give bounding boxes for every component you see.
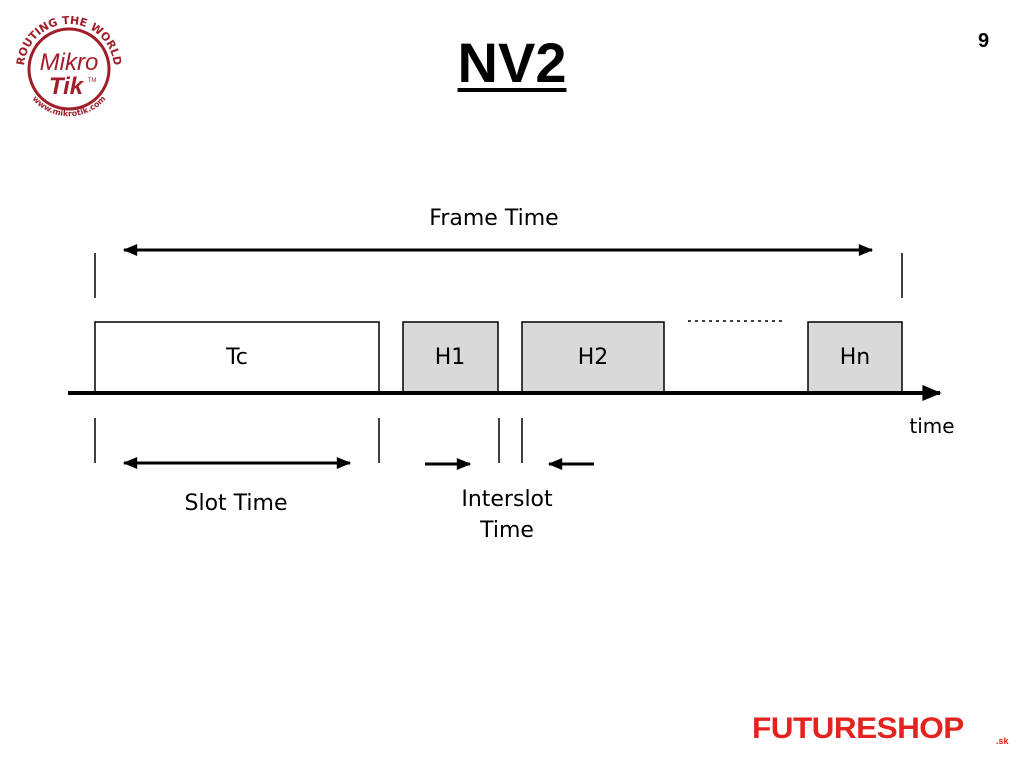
slot-time-label: Slot Time	[185, 491, 288, 516]
slide-number: 9	[978, 30, 990, 52]
slot-h1-label: H1	[435, 345, 466, 370]
mikrotik-logo: ROUTING THE WORLD www.mikrotik.com Mikro…	[14, 14, 124, 119]
futureshop-logo: FUTURESHOP .sk	[752, 712, 1012, 752]
logo-ring	[27, 27, 111, 111]
slot-hn-box	[807, 321, 903, 393]
slot-hn-label: Hn	[840, 345, 871, 370]
futureshop-logo-suffix: .sk	[996, 736, 1009, 746]
slot-h2-label: H2	[578, 345, 609, 370]
logo-tm: TM	[88, 78, 97, 84]
slot-tc-label: Tc	[225, 345, 248, 370]
interslot-label-line1: Interslot	[461, 487, 553, 512]
logo-word-mikro: Mikro	[40, 49, 99, 76]
frame-time-label: Frame Time	[429, 206, 558, 231]
logo-word-tik: Tik	[49, 73, 85, 100]
slot-tc: Tc	[94, 321, 380, 393]
slot-tc-box	[94, 321, 380, 393]
interslot-label-line2: Time	[479, 518, 534, 543]
slot-hn: Hn	[807, 321, 903, 393]
futureshop-logo-text: FUTURESHOP	[752, 712, 964, 745]
slot-h2: H2	[521, 321, 665, 393]
slot-h1: H1	[402, 321, 499, 393]
time-axis-label: time	[909, 414, 954, 438]
slot-h2-box	[521, 321, 665, 393]
